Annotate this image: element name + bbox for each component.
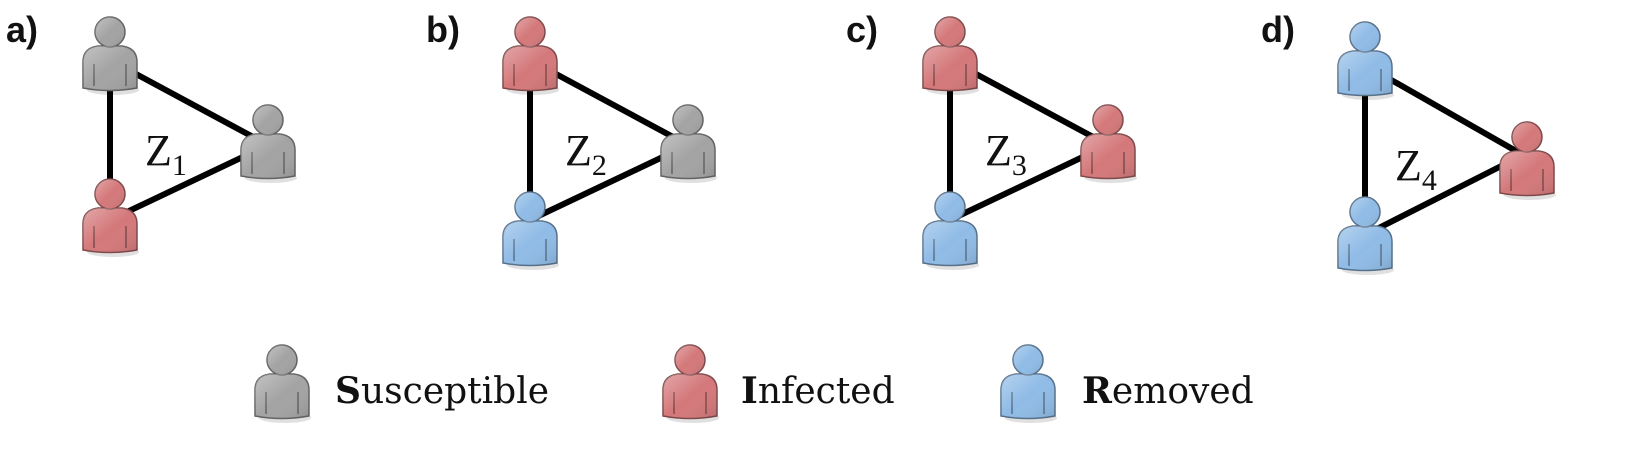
legend: Susceptible Infected Removed: [254, 344, 1254, 423]
person-icon: [922, 16, 979, 95]
panel-a: a) Z1: [6, 9, 297, 257]
legend-label-infected: Infected: [741, 370, 895, 412]
panel-b: b) Z2: [426, 9, 717, 270]
person-icon: [82, 16, 139, 95]
panel-label-b: b): [426, 9, 460, 50]
z-label-a: Z1: [145, 126, 187, 182]
panel-c: c) Z3: [846, 9, 1137, 270]
edge-d-bottom-right: [1362, 152, 1526, 238]
person-icon: [1000, 344, 1057, 423]
legend-item-infected: Infected: [662, 344, 895, 423]
z-label-c: Z3: [985, 126, 1027, 182]
person-icon: [922, 191, 979, 270]
legend-label-susceptible: Susceptible: [335, 370, 549, 412]
panel-d: d) Z4: [1261, 9, 1556, 275]
person-icon: [1337, 21, 1394, 100]
person-icon: [1080, 104, 1137, 183]
person-icon: [662, 344, 719, 423]
legend-label-removed: Removed: [1082, 370, 1254, 412]
person-icon: [1499, 121, 1556, 200]
z-label-b: Z2: [565, 126, 607, 182]
panel-label-c: c): [846, 9, 878, 50]
person-icon: [240, 104, 297, 183]
person-icon: [502, 16, 559, 95]
panel-label-a: a): [6, 9, 38, 50]
panel-label-d: d): [1261, 9, 1295, 50]
person-icon: [660, 104, 717, 183]
z-label-d: Z4: [1395, 141, 1437, 197]
legend-item-susceptible: Susceptible: [254, 344, 549, 423]
person-icon: [1337, 196, 1394, 275]
legend-item-removed: Removed: [1000, 344, 1254, 423]
person-icon: [82, 178, 139, 257]
person-icon: [502, 191, 559, 270]
person-icon: [254, 344, 311, 423]
